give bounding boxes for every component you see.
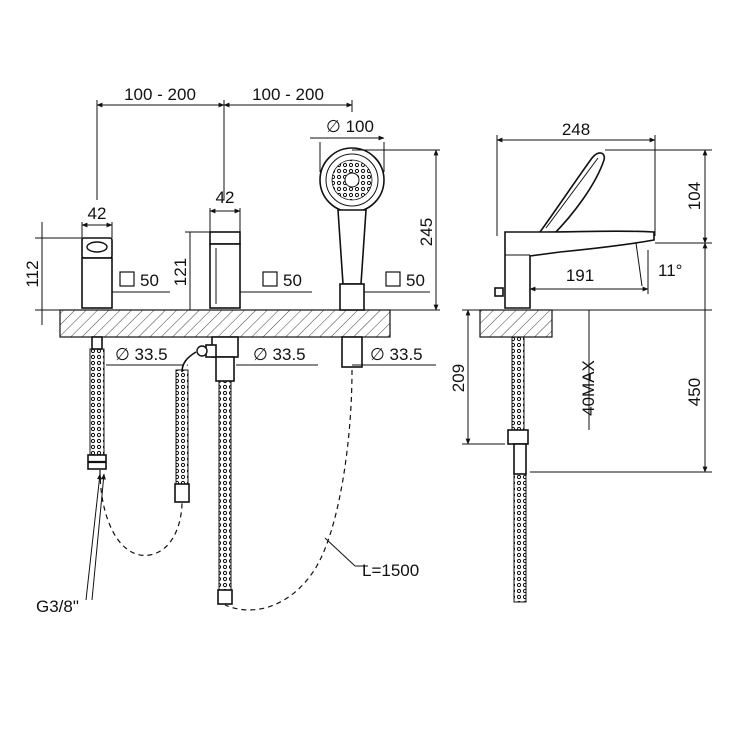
side-view: 248 104 191 11° 450 209 40MAX [449,120,712,603]
square-b-label: 50 [283,271,302,290]
front-view: 100 - 200 100 - 200 42 112 50 ∅ 33.5 [23,85,440,616]
spacing-dimension: 100 - 200 100 - 200 [96,85,353,200]
handle-width-label: 42 [88,204,107,223]
spout-angle-label: 11° [658,261,682,280]
spacing-left-label: 100 - 200 [124,85,196,104]
side-width-label: 248 [562,120,590,139]
square-a-label: 50 [140,271,159,290]
diverter-height-label: 121 [171,258,190,286]
hole-a-label: ∅ 33.5 [115,345,168,364]
shower-height-label: 245 [417,218,436,246]
side-deck [479,309,553,338]
side-spout [504,230,655,309]
spacing-right-label: 100 - 200 [252,85,324,104]
total-below-label: 450 [685,378,704,406]
mixer-handle: 42 112 50 ∅ 33.5 [23,204,188,470]
deck-plate [59,309,391,338]
hose-path [224,369,353,611]
spout-reach-label: 191 [566,266,594,285]
side-top-label: 104 [685,182,704,210]
diverter-valve: 42 121 50 ∅ 33.5 [171,188,318,605]
deck-max-label: 40MAX [579,360,598,416]
square-c-label: 50 [406,271,425,290]
shower-dia-label: ∅ 100 [326,117,374,136]
thread-label: G3/8" [36,597,79,616]
hand-shower: ∅ 100 245 50 ∅ 33.5 [310,117,440,368]
diverter-width-label: 42 [216,188,235,207]
hose-path-left [99,469,183,556]
below-deck-label: 209 [449,364,468,392]
handle-height-label: 112 [23,260,42,287]
hose-length-label: L=1500 [362,561,419,580]
hole-b-label: ∅ 33.5 [253,345,306,364]
hole-c-label: ∅ 33.5 [370,345,423,364]
